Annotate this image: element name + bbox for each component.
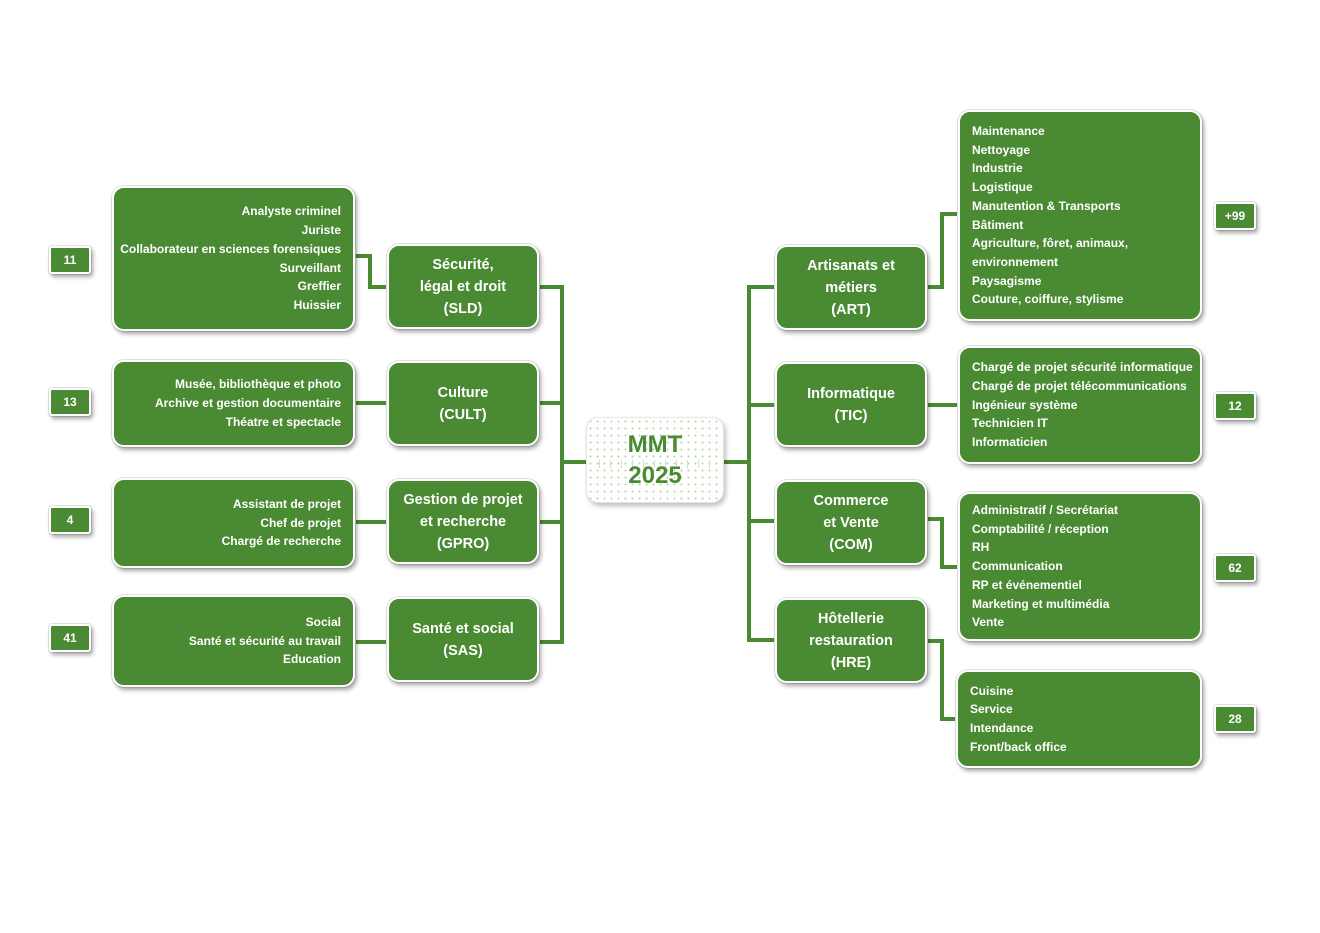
category-gpro[interactable]: Gestion de projet et recherche (GPRO)	[387, 479, 539, 564]
job-item: Social	[305, 614, 341, 629]
job-item: Industrie	[972, 161, 1023, 176]
job-item: Marketing et multimédia	[972, 596, 1110, 611]
job-item: Informaticien	[972, 435, 1048, 450]
job-item: Assistant de projet	[232, 496, 341, 511]
detail-box-gpro: Assistant de projet Chef de projet Charg…	[112, 478, 355, 568]
detail-box-cult: Musée, bibliothèque et photo Archive et …	[112, 360, 355, 447]
job-item: Service	[970, 702, 1013, 717]
job-item: Technicien IT	[972, 416, 1048, 431]
job-item: environnement	[972, 254, 1059, 269]
job-item: RH	[972, 540, 990, 555]
category-title-line: légal et droit	[419, 278, 507, 295]
category-title-line: Gestion de projet	[403, 491, 523, 508]
category-title-line: Commerce	[813, 492, 889, 509]
category-title-line: Sécurité,	[432, 256, 494, 273]
connector-art-detail	[926, 212, 960, 289]
job-item: Couture, coiffure, stylisme	[972, 292, 1124, 307]
job-item: Communication	[972, 559, 1063, 574]
job-item: Musée, bibliothèque et photo	[175, 377, 341, 392]
job-item: Manutention & Transports	[972, 198, 1121, 213]
category-title-line: restauration	[809, 632, 893, 649]
connector-com-detail	[926, 517, 960, 569]
connector-hre-detail	[926, 639, 960, 721]
category-code: (TIC)	[834, 407, 868, 424]
job-item: Surveillant	[279, 260, 341, 275]
category-title-line: Hôtellerie	[817, 610, 885, 627]
category-code: (COM)	[829, 536, 873, 553]
category-title-line: et Vente	[823, 514, 879, 531]
category-com[interactable]: Commerce et Vente (COM)	[775, 480, 927, 565]
center-title: MMT	[627, 431, 683, 458]
category-title-line: Informatique	[807, 385, 895, 402]
count-badge-gpro: 4	[49, 506, 91, 534]
detail-box-com: Administratif / Secrétariat Comptabilité…	[958, 492, 1202, 641]
center-year: 2025	[628, 462, 682, 489]
job-item: Cuisine	[970, 683, 1014, 698]
category-code: (ART)	[831, 301, 871, 318]
detail-box-sas: Social Santé et sécurité au travail Educ…	[112, 595, 355, 687]
category-tic[interactable]: Informatique (TIC)	[775, 362, 927, 447]
job-item: Ingénieur système	[972, 397, 1078, 412]
count-badge-hre: 28	[1214, 705, 1256, 733]
job-item: Administratif / Secrétariat	[972, 503, 1119, 518]
category-sld[interactable]: Sécurité, légal et droit (SLD)	[387, 244, 539, 329]
job-item: Vente	[972, 615, 1005, 630]
detail-box-sld: Analyste criminel Juriste Collaborateur …	[112, 186, 355, 331]
category-code: (GPRO)	[436, 535, 490, 552]
job-item: Chargé de recherche	[221, 534, 341, 549]
count-badge-tic: 12	[1214, 392, 1256, 420]
job-item: Paysagisme	[972, 273, 1042, 288]
job-item: Logistique	[972, 180, 1033, 195]
category-hre[interactable]: Hôtellerie restauration (HRE)	[775, 598, 927, 683]
count-badge-sld: 11	[49, 246, 91, 274]
job-item: Juriste	[301, 223, 341, 238]
detail-box-art: Maintenance Nettoyage Industrie Logistiq…	[958, 110, 1202, 321]
job-item: Intendance	[970, 721, 1034, 735]
detail-box-tic: Chargé de projet sécurité informatique C…	[958, 346, 1202, 464]
job-item: Agriculture, fôret, animaux,	[972, 236, 1129, 251]
category-code: (HRE)	[830, 654, 872, 671]
count-badge-sas: 41	[49, 624, 91, 652]
category-code: (SLD)	[443, 300, 483, 317]
job-item: Collaborateur en sciences forensiques	[120, 241, 341, 256]
count-badge-cult: 13	[49, 388, 91, 416]
job-item: Théatre et spectacle	[225, 414, 341, 429]
category-title-line: et recherche	[419, 513, 507, 530]
job-item: Chargé de projet télécommunications	[972, 378, 1187, 393]
job-item: Nettoyage	[972, 142, 1031, 157]
connector-sld-detail	[353, 254, 388, 289]
job-item: Santé et sécurité au travail	[188, 633, 341, 648]
job-item: Maintenance	[972, 123, 1045, 138]
category-title-line: Artisanats et	[807, 257, 895, 274]
category-art[interactable]: Artisanats et métiers (ART)	[775, 245, 927, 330]
category-cult[interactable]: Culture (CULT)	[387, 361, 539, 446]
count-badge-art: +99	[1214, 202, 1256, 230]
job-item: Front/back office	[970, 739, 1067, 754]
category-title-line: Culture	[437, 384, 489, 401]
job-item: Bâtiment	[972, 217, 1024, 232]
job-item: Archive et gestion documentaire	[154, 396, 341, 411]
center-node[interactable]: MMT 2025	[586, 417, 724, 503]
job-item: Chef de projet	[260, 515, 341, 530]
category-code: (SAS)	[443, 642, 483, 659]
category-title-line: métiers	[825, 279, 877, 296]
job-item: Comptabilité / réception	[972, 521, 1109, 536]
detail-box-hre: Cuisine Service Intendance Front/back of…	[956, 670, 1202, 768]
job-item: Chargé de projet sécurité informatique	[972, 360, 1193, 375]
category-code: (CULT)	[439, 406, 487, 423]
count-badge-com: 62	[1214, 554, 1256, 582]
category-title-line: Santé et social	[412, 620, 514, 637]
job-item: Education	[282, 652, 341, 667]
job-item: Analyste criminel	[241, 204, 341, 219]
job-item: Greffier	[297, 279, 341, 294]
job-item: Huissier	[293, 297, 341, 312]
job-item: RP et événementiel	[972, 577, 1082, 592]
category-sas[interactable]: Santé et social (SAS)	[387, 597, 539, 682]
